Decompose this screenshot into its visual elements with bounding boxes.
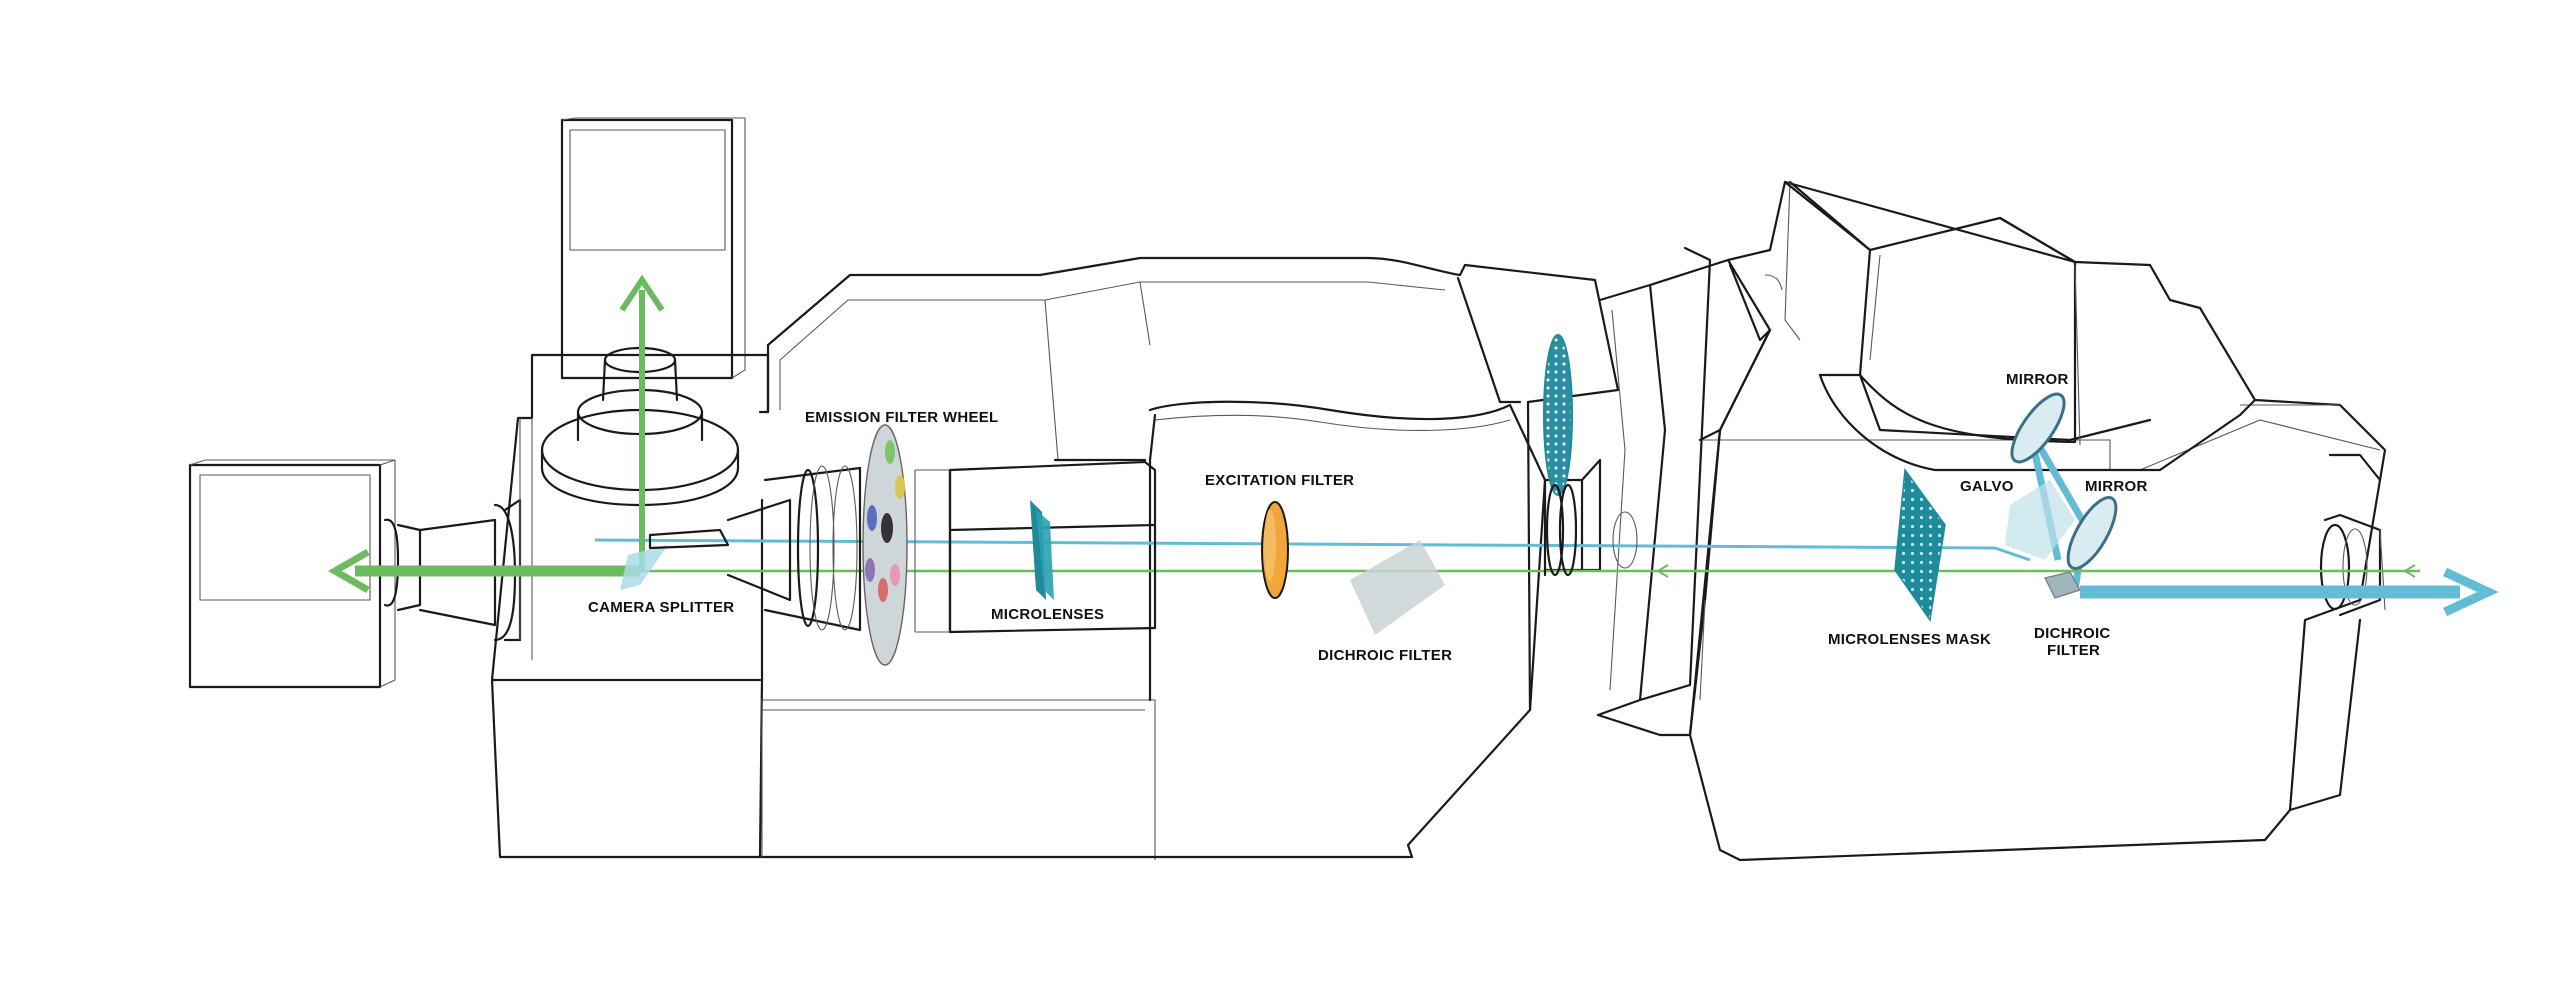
- microlenses-box: [914, 460, 1157, 634]
- right-body-housing: [1648, 180, 2387, 862]
- objective-lens: [648, 465, 862, 632]
- label-mirror-top: MIRROR: [2006, 371, 2069, 388]
- middle-connector: [1543, 246, 1712, 737]
- label-dichroic-filter-right-2: FILTER: [2047, 642, 2100, 659]
- emission-filter-wheel: [862, 424, 908, 666]
- filter-violet: [865, 558, 875, 582]
- dichroic-filter-glass-right: [2044, 571, 2081, 599]
- middle-lens-stack: [1543, 478, 1638, 577]
- galvo-glass: [2005, 480, 2075, 560]
- label-mirror-right: MIRROR: [2085, 478, 2148, 495]
- galvo-housing: [1783, 180, 2257, 472]
- emission-beam: [327, 274, 2420, 594]
- excitation-filter-disc: [1261, 501, 1289, 599]
- top-camera: [560, 117, 746, 380]
- camera-splitter-glass: [620, 545, 668, 590]
- label-dichroic-filter-left: DICHROIC FILTER: [1318, 647, 1452, 664]
- mirror-right: [2066, 496, 2118, 570]
- filter-green: [885, 440, 895, 464]
- label-emission-filter-wheel: EMISSION FILTER WHEEL: [805, 409, 999, 426]
- filter-dark: [881, 513, 893, 543]
- filter-red: [878, 578, 888, 602]
- right-port: [2319, 513, 2386, 617]
- left-body-housing: [490, 353, 1414, 860]
- field-lens-disc: [1543, 334, 1573, 496]
- label-camera-splitter: CAMERA SPLITTER: [588, 599, 734, 616]
- label-microlenses-mask: MICROLENSES MASK: [1828, 631, 1991, 648]
- label-galvo: GALVO: [1960, 478, 2014, 495]
- dichroic-filter-glass-left: [1350, 540, 1445, 635]
- microlenses-optic: [1030, 500, 1054, 600]
- left-camera: [188, 459, 396, 689]
- label-dichroic-filter-right-1: DICHROIC: [2034, 625, 2111, 642]
- microlenses-mask: [1894, 467, 1946, 622]
- filter-blue: [867, 505, 877, 531]
- label-microlenses: MICROLENSES: [991, 606, 1104, 623]
- label-excitation-filter: EXCITATION FILTER: [1205, 472, 1354, 489]
- filter-yellow: [895, 475, 905, 499]
- center-housing: [766, 256, 1620, 847]
- mirror-top: [2010, 392, 2066, 464]
- filter-pink: [890, 564, 900, 586]
